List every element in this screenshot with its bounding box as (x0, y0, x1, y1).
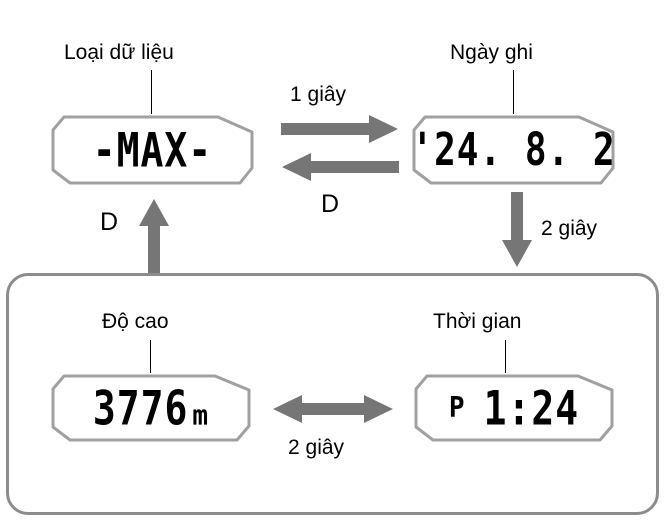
record-date-label: Ngày ghi (450, 41, 533, 64)
time-value: 1:24 (483, 380, 580, 436)
altitude-unit: m (192, 400, 210, 432)
lcd-panel-outline (414, 374, 614, 442)
arrow-down-to-group (500, 192, 534, 273)
transition-label-2-seconds-right: 2 giây (541, 217, 598, 240)
record-date-connector (513, 70, 514, 118)
lcd-panel-outline (412, 115, 615, 185)
data-type-connector (151, 70, 152, 118)
lcd-panel-outline (51, 115, 254, 185)
transition-label-d-left: D (100, 208, 119, 236)
arrow-up-to-data-type (137, 198, 171, 279)
transition-label-1-second: 1 giây (290, 83, 347, 106)
lcd-panel-time: P 1:24 (413, 373, 615, 443)
arrow-bidirectional-altitude-time (272, 393, 394, 430)
lcd-value-wrapper: '24. 8. 2 (411, 114, 616, 186)
altitude-connector (150, 340, 151, 382)
lcd-value-wrapper: -MAX- (50, 114, 255, 186)
record-date-value: '24. 8. 2 (411, 124, 616, 176)
lcd-value-wrapper: 3776 m (50, 373, 252, 443)
time-label: Thời gian (433, 310, 522, 333)
bottom-group-box (6, 273, 659, 515)
altitude-value: 3776 (92, 380, 189, 436)
lcd-panel-data-type: -MAX- (50, 114, 255, 186)
lcd-panel-altitude: 3776 m (50, 373, 252, 443)
transition-label-2-seconds-bottom: 2 giây (288, 436, 345, 459)
altitude-label: Độ cao (102, 310, 169, 333)
time-ampm-indicator: P (448, 391, 466, 425)
data-type-value: -MAX- (92, 122, 213, 178)
lcd-value-wrapper: P 1:24 (413, 373, 615, 443)
lcd-panel-outline (51, 374, 251, 442)
time-connector (505, 340, 506, 382)
transition-label-d-top: D (321, 190, 340, 218)
lcd-panel-record-date: '24. 8. 2 (411, 114, 616, 186)
arrow-left-to-data-type (281, 152, 399, 187)
arrow-right-to-date (281, 114, 399, 149)
data-type-label: Loại dữ liệu (64, 41, 174, 64)
